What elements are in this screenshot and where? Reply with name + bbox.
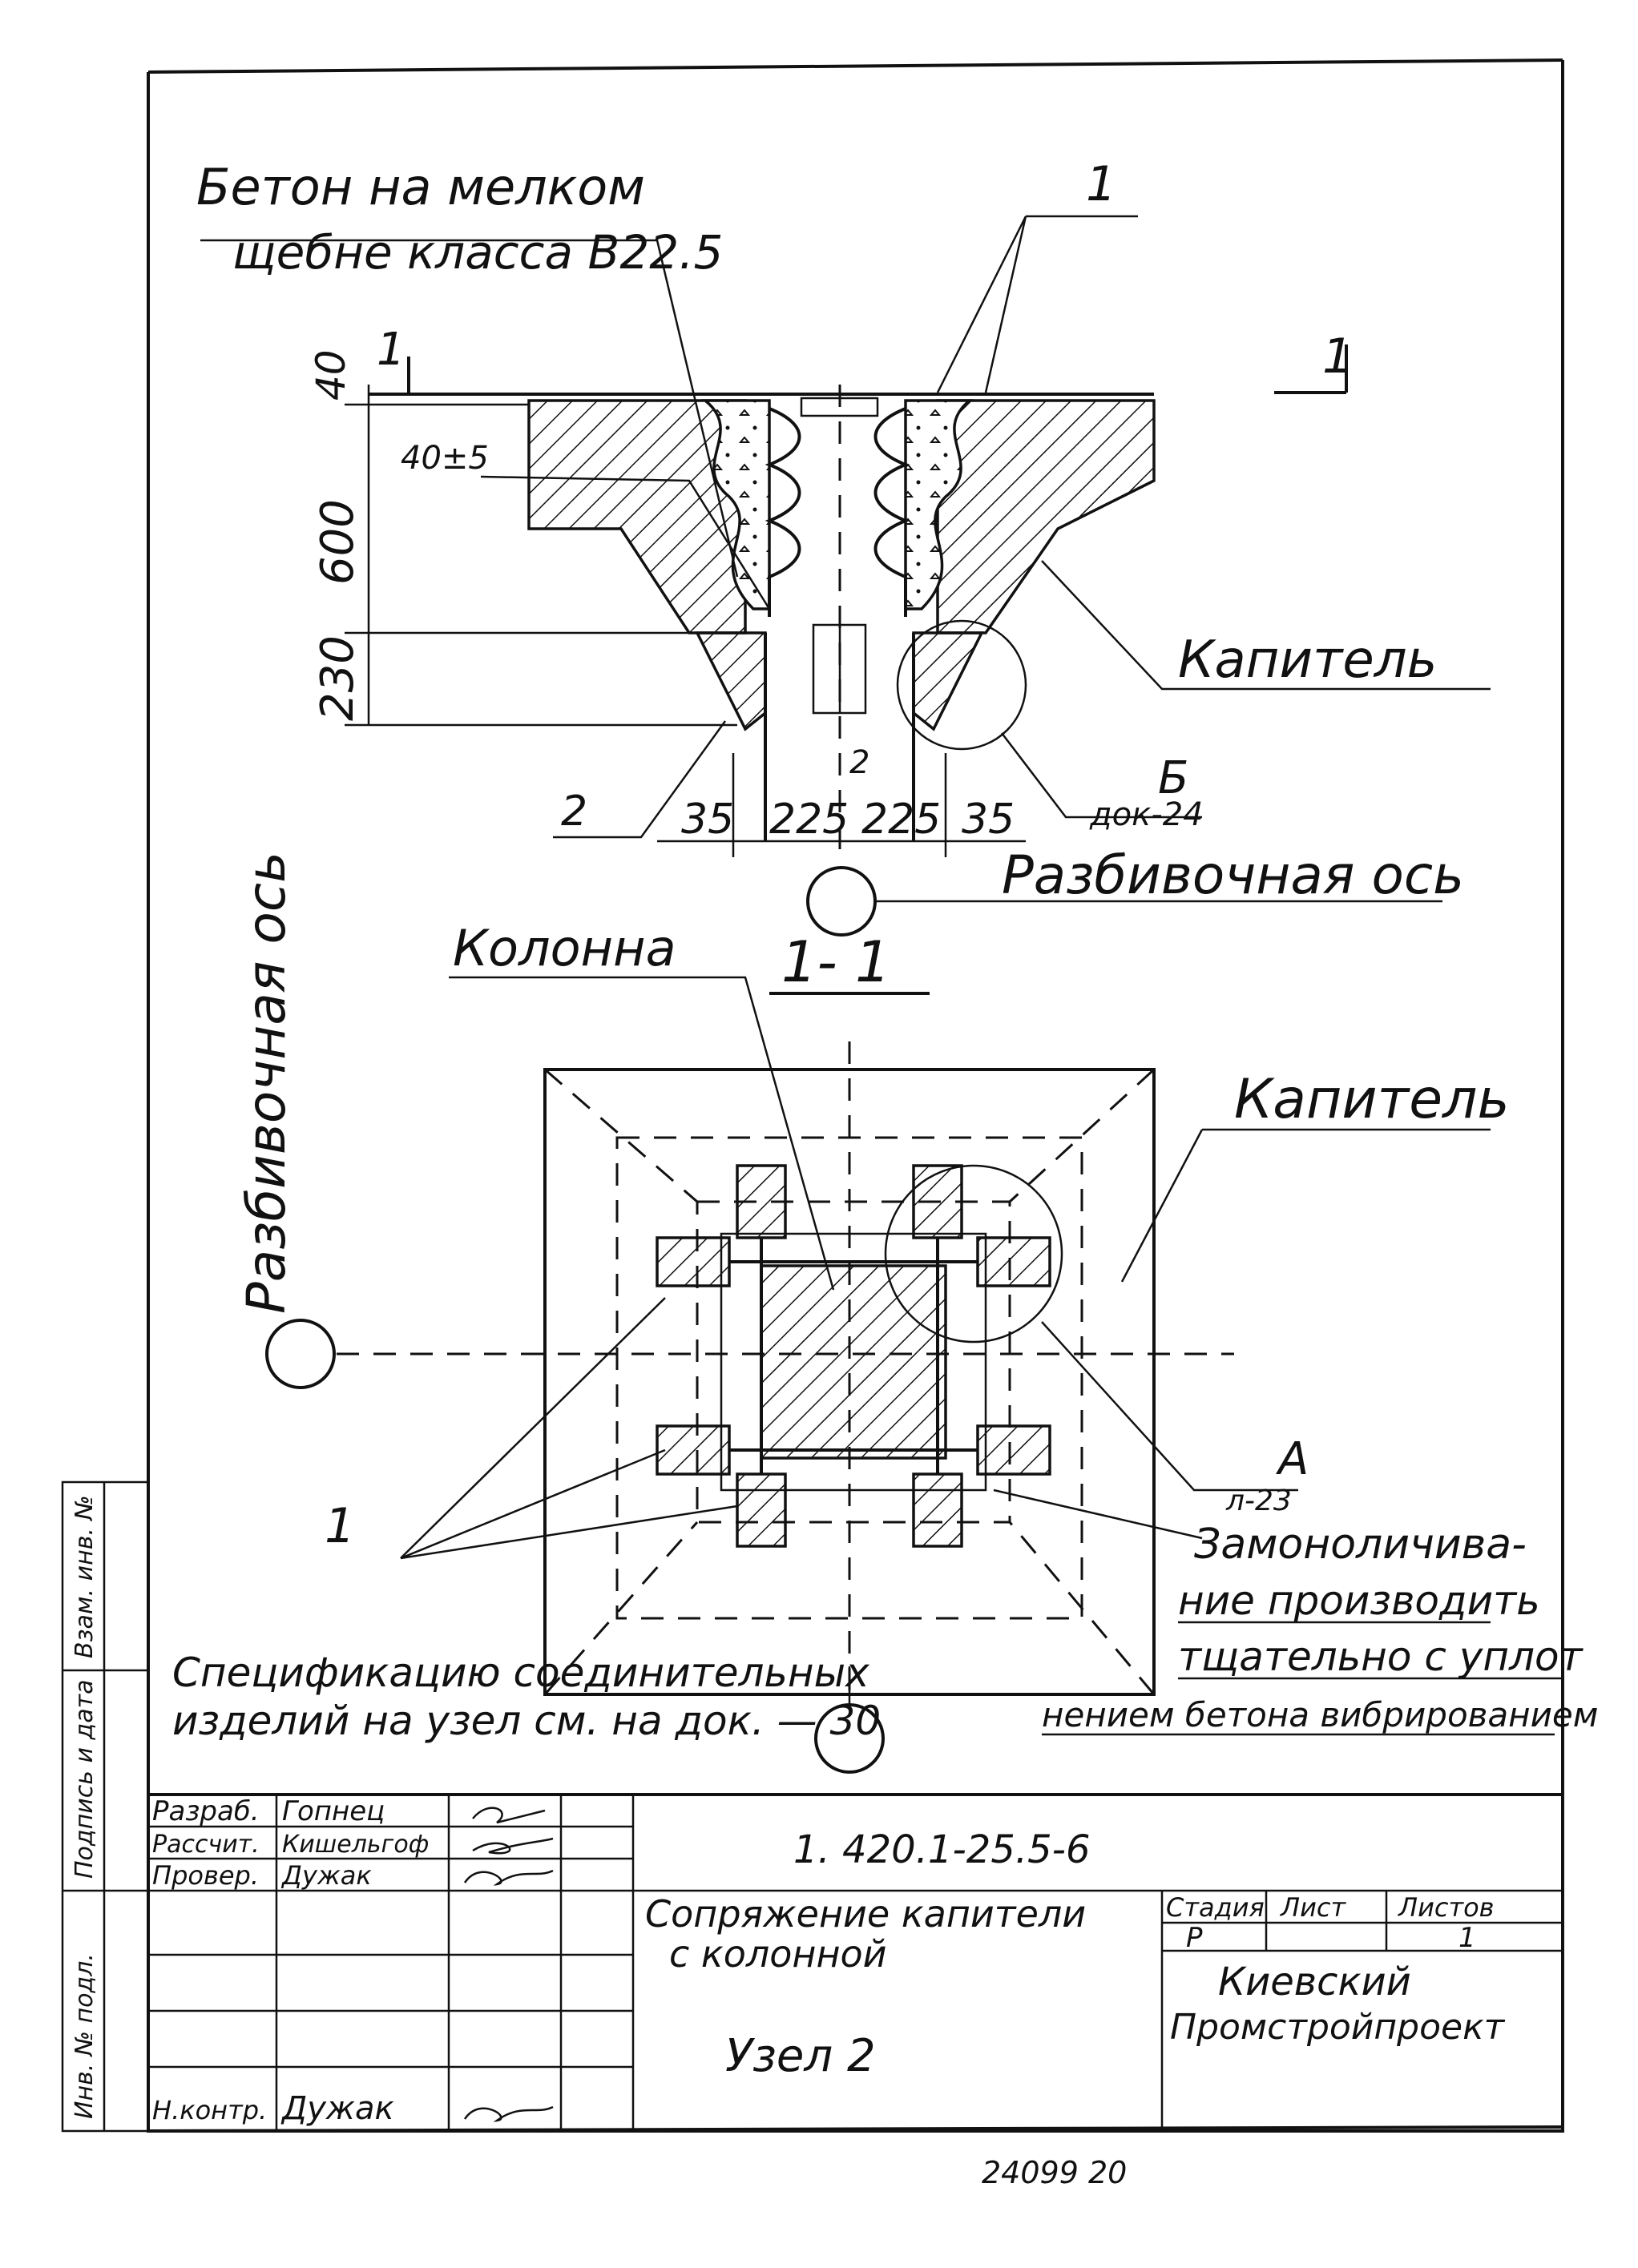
signature-3 (463, 1869, 554, 1886)
concrete-fill-left (701, 399, 771, 610)
signature-7 (463, 2105, 554, 2122)
role-1: Разраб. (152, 1795, 260, 1827)
plate-bottom-right (912, 1472, 963, 1548)
dim-35-left: 35 (681, 796, 734, 844)
sheets-value: 1 (1458, 1922, 1476, 1954)
title-line1: Сопряжение капители (645, 1892, 1086, 1936)
bracket-left (695, 631, 767, 731)
role-3: Провер. (152, 1860, 259, 1891)
plate-right-top (976, 1236, 1051, 1287)
detail-a-circle (884, 1164, 1063, 1343)
section-mark-left: 1 (377, 324, 405, 376)
role-7: Н.контр. (152, 2095, 267, 2125)
axis-bubble-plan-bottom (814, 1703, 885, 1774)
frame-top (147, 58, 1563, 74)
doc-code: 1. 420.1-25.5-6 (793, 1827, 1091, 1872)
grouting-note-line2: ние производить (1178, 1577, 1540, 1624)
axis-bubble-elevation (806, 866, 877, 937)
capital-right-section (936, 399, 1156, 634)
subtitle: Узел 2 (725, 2030, 876, 2082)
name-1: Гопнец (282, 1795, 385, 1827)
side-stamp-inv-no: Инв. № подл. (71, 1953, 99, 2119)
plate-right-bottom (976, 1424, 1051, 1476)
plate-top-right (912, 1164, 963, 1239)
column-label: Колонна (453, 919, 676, 977)
dim-40: 40 (308, 349, 354, 401)
dim-40-5: 40±5 (401, 440, 489, 477)
capital-label-plan: Капитель (1234, 1068, 1510, 1131)
axis-bubble-plan-left (265, 1319, 336, 1389)
grouting-note-line3: тщательно с уплот (1178, 1634, 1584, 1680)
detail-b-circle (896, 619, 1027, 751)
axis-label-vertical: Разбивочная ось (236, 852, 297, 1314)
dim-35-right: 35 (962, 796, 1015, 844)
capital-label-elevation: Капитель (1178, 630, 1437, 690)
org-line1: Киевский (1218, 1960, 1411, 2004)
signature-1 (472, 1807, 546, 1824)
detail-b-ref: док-24 (1089, 796, 1204, 833)
detail-b-label: Б (1158, 752, 1188, 804)
callout-1-plan: 1 (325, 1498, 355, 1554)
name-2: Кишельгоф (282, 1831, 429, 1859)
concrete-note-line2: щебне класса B22.5 (232, 225, 723, 280)
org-line2: Промстройпроект (1170, 2007, 1506, 2048)
detail-a-label: А (1276, 1433, 1309, 1485)
dim-230: 230 (312, 635, 364, 721)
grouting-note-line4: нением бетона вибрированием (1042, 1695, 1598, 1734)
dim-225-left: 225 (769, 796, 849, 844)
signature-2 (472, 1837, 554, 1855)
plate-top-left (736, 1164, 787, 1239)
plate-bottom-left (736, 1472, 787, 1548)
stage-value: Р (1186, 1922, 1203, 1954)
column-profile-right (873, 407, 910, 617)
side-stamp-sign-date: Подпись и дата (71, 1680, 99, 1879)
role-2: Рассчит. (152, 1831, 260, 1859)
title-line2: с колонной (669, 1932, 887, 1976)
bracket-right (912, 631, 984, 731)
dim-225-right: 225 (861, 796, 941, 844)
concrete-note-line1: Бетон на мелком (196, 158, 645, 216)
callout-2: 2 (561, 788, 587, 836)
dim-600: 600 (312, 499, 364, 585)
plan-view (265, 976, 1491, 1774)
sheets-label: Листов (1398, 1892, 1495, 1923)
title-block: Разраб. Гопнец Рассчит. Кишельгоф Провер… (147, 1793, 1564, 2133)
axis-label-horizontal: Разбивочная ось (1002, 844, 1464, 906)
concrete-fill-right (904, 399, 974, 610)
grouting-note-line1: Замоноличива- (1194, 1521, 1527, 1569)
detail-a-ref: л-23 (1225, 1484, 1292, 1517)
side-stamp-replace-inv: Взам. инв. № (71, 1495, 99, 1658)
archive-number: 24099 20 (982, 2155, 1127, 2190)
name-3: Дужак (280, 1860, 372, 1891)
name-7: Дужак (280, 2090, 394, 2127)
elevation-view (200, 215, 1491, 937)
spec-note-line2: изделий на узел см. на док. — 30 (172, 1698, 881, 1744)
plate-left-top (656, 1236, 731, 1287)
column-profile-left (765, 407, 801, 617)
spec-note-line1: Спецификацию соединительных (172, 1650, 869, 1696)
stage-label: Стадия (1166, 1892, 1265, 1923)
side-stamp: Взам. инв. № Подпись и дата Инв. № подл. (61, 1480, 150, 2133)
plate-left-bottom (656, 1424, 731, 1476)
callout-1-top: 1 (1086, 156, 1116, 212)
section-title: 1- 1 (781, 929, 891, 995)
sheet-label: Лист (1280, 1892, 1346, 1923)
section-mark-right: 1 (1322, 328, 1353, 385)
axis-mark-z: 2 (849, 744, 869, 781)
column-section (760, 1264, 947, 1460)
